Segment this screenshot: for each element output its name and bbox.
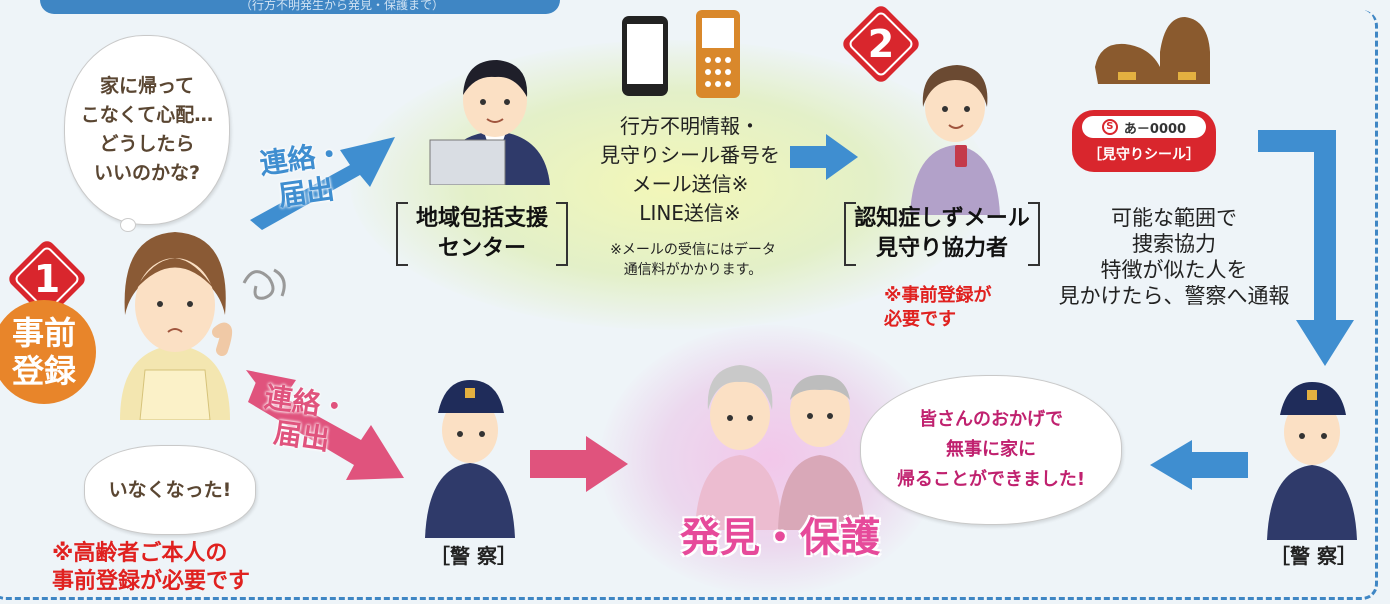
police-officer-right-icon — [1267, 382, 1357, 540]
watch-seal: S あ－0000 ［見守りシール］ — [1072, 110, 1216, 172]
elder-preregister-note: ※高齢者ご本人の 事前登録が必要です — [52, 541, 251, 594]
mail-send-info: 行方不明情報・ 見守りシール番号を メール送信※ LINE送信※ — [600, 114, 780, 225]
seal-code-plate: S あ－0000 — [1082, 116, 1206, 138]
cooperator-preregister-note: ※事前登録が 必要です — [884, 285, 992, 330]
thanks-speech-bubble: 皆さんのおかげで 無事に家に 帰ることができました! — [860, 375, 1122, 525]
missing-speech-text: いなくなった! — [108, 478, 232, 501]
police-label-right: ［警 察］ — [1270, 544, 1357, 568]
police-officer-left-icon — [425, 380, 515, 538]
thought-dot-icon — [120, 218, 136, 232]
contact-arrow-up — [250, 137, 395, 230]
mail-fee-note: ※メールの受信にはデータ 通信料がかかります。 — [610, 242, 776, 278]
arrow-to-thanks — [1150, 440, 1248, 490]
arrow-down-to-police — [1258, 130, 1354, 366]
worried-thought-bubble: 家に帰って こなくて心配… どうしたら いいのかな? — [64, 35, 230, 225]
cooperator-icon — [910, 65, 1000, 215]
thanks-speech-text: 皆さんのおかげで 無事に家に 帰ることができました! — [896, 409, 1086, 490]
worried-thought-text: 家に帰って こなくて心配… どうしたら いいのかな? — [80, 75, 214, 184]
header-caption: （行方不明発生から発見・保護まで） — [240, 0, 445, 12]
search-cooperation-text: 可能な範囲で 捜索協力 特徴が似た人を 見かけたら、警察へ通報 — [1058, 206, 1290, 308]
shoes-icon — [1095, 17, 1210, 84]
worry-swirl-icon — [242, 268, 286, 300]
info-flow-glow — [350, 40, 990, 330]
contact-arrow-down — [246, 370, 404, 480]
mobile-phones-icon — [622, 10, 740, 98]
family-member-icon — [120, 232, 233, 420]
header-banner: （行方不明発生から発見・保護まで） — [40, 0, 560, 14]
center-label: 地域包括支援 センター — [396, 202, 568, 266]
police-label-left: ［警 察］ — [430, 544, 517, 568]
arrow-to-found — [530, 436, 628, 492]
missing-speech-bubble: いなくなった! — [84, 445, 256, 535]
seal-s-icon: S — [1101, 119, 1118, 135]
preregister-badge: 事前 登録 — [0, 300, 96, 404]
arrow-to-cooperator — [790, 134, 858, 180]
cooperator-label: 認知症しずメール 見守り協力者 — [844, 202, 1040, 266]
center-staff-icon — [429, 60, 550, 185]
elderly-couple-icon — [695, 365, 865, 530]
seal-label: ［見守りシール］ — [1088, 147, 1200, 163]
contact-label-top: 連絡・ 届出 — [257, 136, 346, 213]
contact-label-bottom: 連絡・ 届出 — [262, 380, 351, 457]
found-protect-label: 発見・保護 — [680, 515, 880, 561]
seal-code: あ－0000 — [1123, 121, 1187, 137]
dashed-frame — [0, 10, 1378, 600]
